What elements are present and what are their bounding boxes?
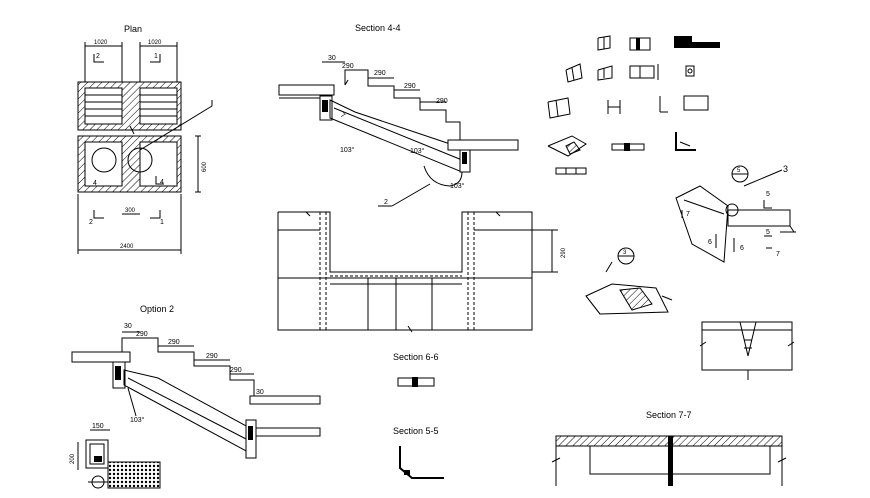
plan-title: Plan [124, 24, 142, 34]
detail-circle-b: 3 [623, 250, 627, 256]
plan-dim-bottom: 2400 [120, 244, 134, 250]
s44-mark-7: 7 [339, 112, 346, 120]
opt2-angle: 103° [130, 416, 145, 424]
opt2-dim-30a: 30 [124, 323, 132, 330]
section-4-4-title: Section 4-4 [355, 23, 401, 33]
detail-circle-a: 5 [737, 168, 741, 174]
detail-mark-7b: 7 [776, 251, 780, 258]
detail-mark-6a: 6 [708, 239, 712, 246]
plan-mark-1-top: 1 [154, 53, 158, 60]
s44-angle-right: 103° [450, 182, 465, 190]
plan-view: Plan 1020 1020 2 1 4 [77, 24, 213, 254]
joint-detail: 5 3 5 5 7 7 6 6 [675, 164, 796, 263]
detail-mark-5a: 5 [766, 191, 770, 198]
s44-angle-left: 103° [340, 146, 355, 154]
opt2-dim-290c: 290 [206, 353, 218, 360]
detail-mark-6b: 6 [740, 245, 744, 252]
section-7-7: Section 7-7 [551, 410, 787, 486]
elev-dim-290: 290 [561, 247, 567, 258]
section-5-5: Section 5-5 [393, 426, 444, 479]
s44-angle-mid: 103° [410, 147, 425, 155]
s44-dim-290c: 290 [404, 83, 416, 90]
plan-mark-4-right: 4 [160, 179, 164, 186]
s44-dim-290d: 290 [436, 98, 448, 105]
opt2-dim-290a: 290 [136, 331, 148, 338]
plan-dim-top-left: 1020 [94, 40, 108, 46]
section-7-7-title: Section 7-7 [646, 410, 692, 420]
plan-mark-2-bottom: 2 [89, 219, 93, 226]
plan-dim-side: 600 [202, 161, 208, 172]
s44-dim-290b: 290 [374, 70, 386, 77]
opt2-dim-290d: 290 [230, 367, 242, 374]
plan-mark-4-left: 4 [93, 180, 97, 187]
option-2: Option 2 30 290 290 290 290 30 103° 150 … [70, 304, 321, 489]
s44-dim-30: 30 [328, 55, 336, 62]
plan-dim-mid: 300 [125, 208, 136, 214]
detail-mark-3: 3 [783, 164, 788, 174]
butt-weld-detail [699, 321, 795, 380]
weld-detail-3: 3 [585, 247, 673, 315]
opt2-dim-150: 150 [92, 423, 104, 430]
section-6-6-title: Section 6-6 [393, 352, 439, 362]
detail-mark-5b: 5 [766, 229, 770, 236]
opt2-dim-30b: 30 [256, 389, 264, 396]
plan-mark-2-top: 2 [96, 53, 100, 60]
elevation-view: 290 [277, 211, 567, 333]
option-2-title: Option 2 [140, 304, 174, 314]
s44-dim-290a: 290 [342, 63, 354, 70]
opt2-dim-290b: 290 [168, 339, 180, 346]
opt2-dim-200: 200 [70, 453, 76, 464]
detail-mark-7a: 7 [686, 211, 690, 218]
section-5-5-title: Section 5-5 [393, 426, 439, 436]
plan-mark-1-bottom: 1 [160, 219, 164, 226]
weld-symbol-grid [547, 35, 720, 175]
section-4-4: Section 4-4 30 290 290 290 290 7 103° 10… [278, 23, 519, 207]
plan-dim-top-right: 1020 [148, 40, 162, 46]
section-6-6: Section 6-6 [393, 352, 439, 387]
s44-mark-2: 2 [384, 199, 388, 206]
